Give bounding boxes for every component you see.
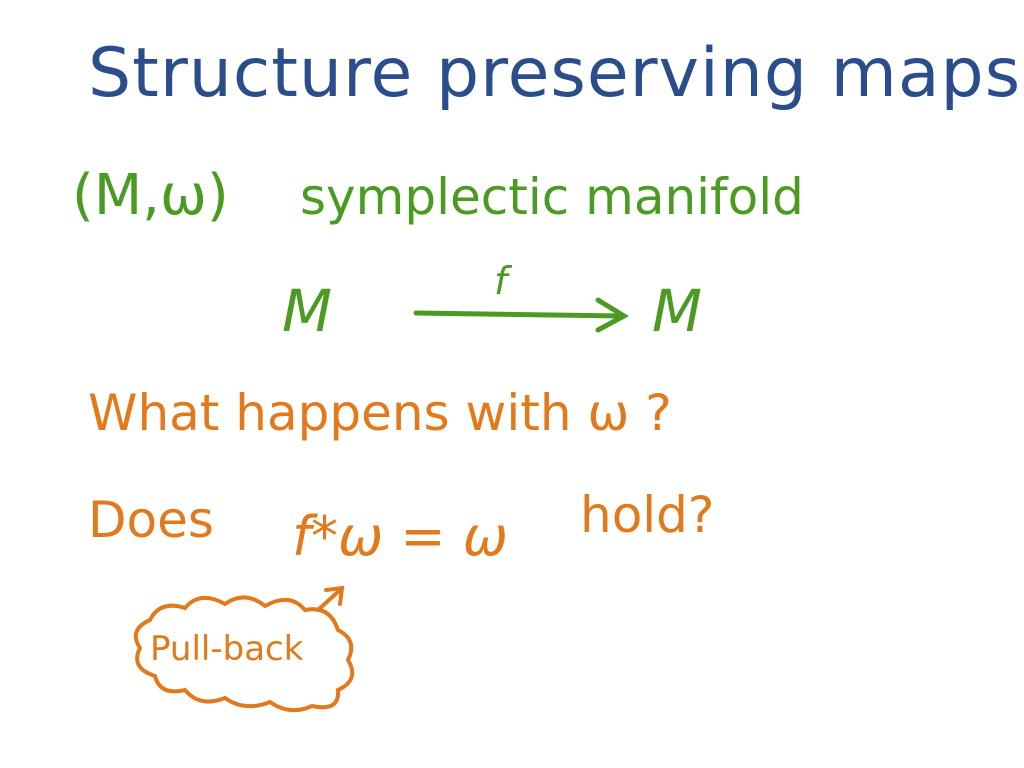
- map-target: M: [652, 277, 703, 345]
- map-label: f: [494, 259, 508, 303]
- question-text: What happens with ω ?: [88, 384, 672, 442]
- pullback-annotation: Pull-back: [150, 629, 304, 669]
- map-arrow-icon: [413, 297, 630, 333]
- slide-title: Structure preserving maps: [88, 34, 1022, 113]
- pullback-pointer-arrow-icon: [316, 585, 345, 612]
- manifold-description: symplectic manifold: [300, 168, 804, 226]
- manifold-pair: (M,ω): [72, 163, 229, 228]
- does-text: Does: [88, 491, 214, 549]
- cloud-outline-icon: [133, 595, 355, 713]
- hold-text: hold?: [580, 486, 715, 544]
- map-source: M: [282, 277, 333, 345]
- pullback-equation: f*ω = ω: [292, 505, 509, 568]
